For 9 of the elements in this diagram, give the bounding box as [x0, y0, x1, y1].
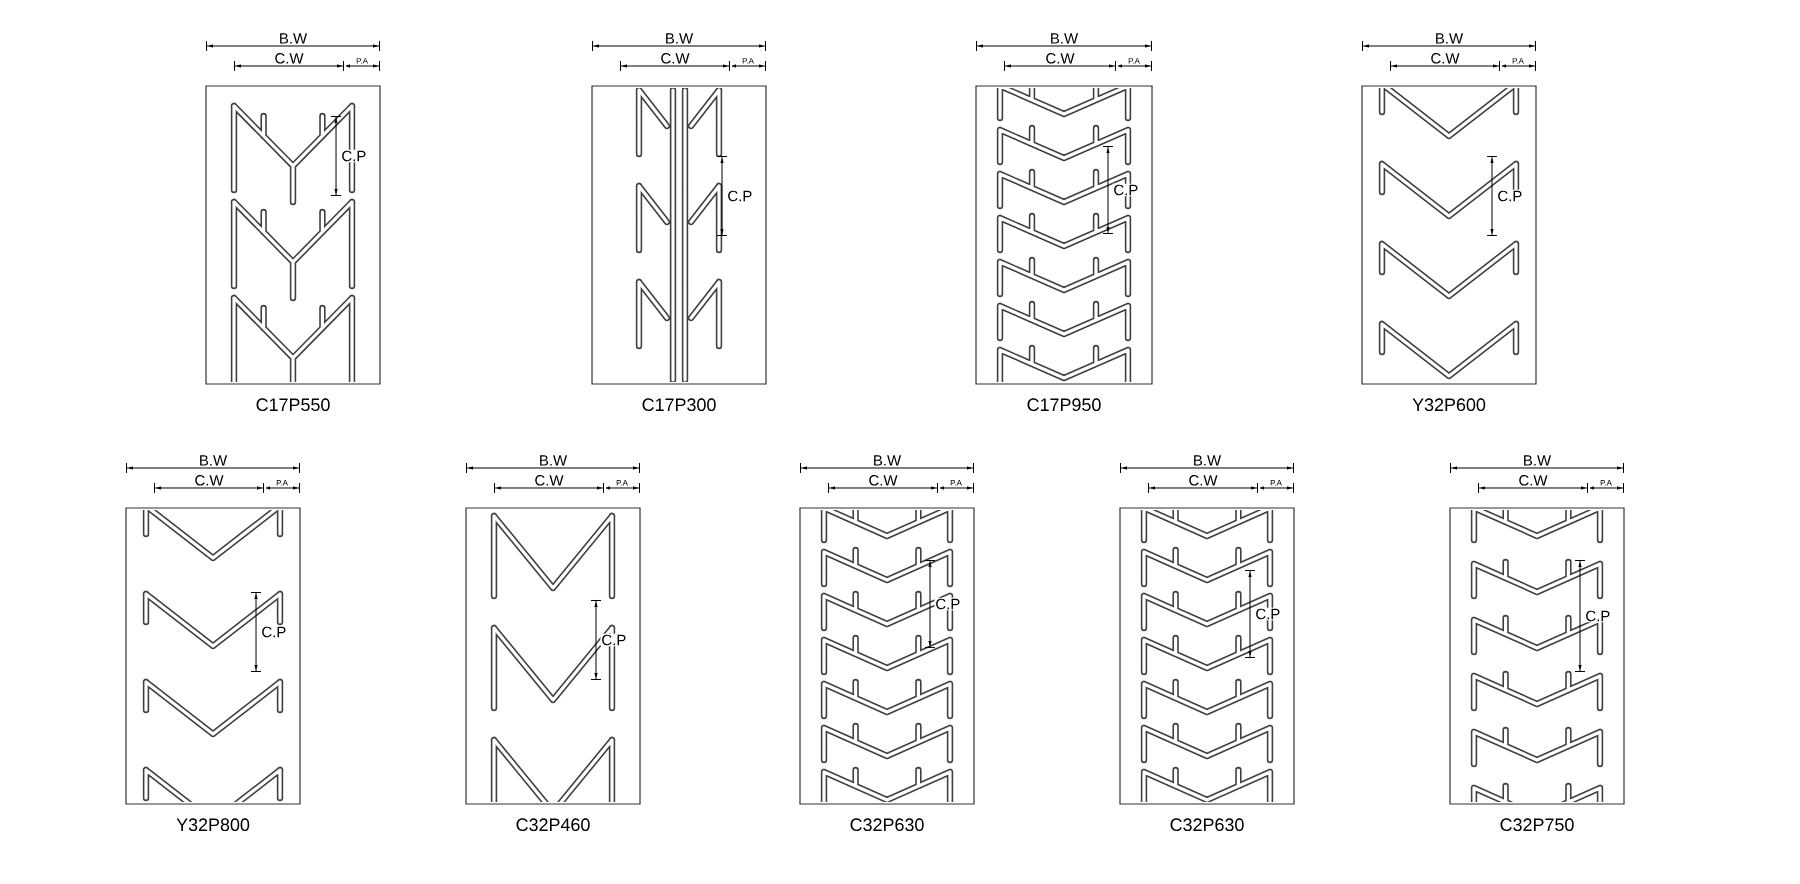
- node-label: C32P630: [850, 818, 924, 832]
- node-label: C32P460: [516, 818, 590, 832]
- node-label: C17P300: [642, 398, 716, 412]
- node-label: C17P550: [256, 398, 330, 412]
- node-label: C32P750: [1500, 818, 1574, 832]
- node-label: C17P950: [1027, 398, 1101, 412]
- node-label: C32P630: [1170, 818, 1244, 832]
- node-label: Y32P800: [176, 818, 250, 832]
- node-label: Y32P600: [1412, 398, 1486, 412]
